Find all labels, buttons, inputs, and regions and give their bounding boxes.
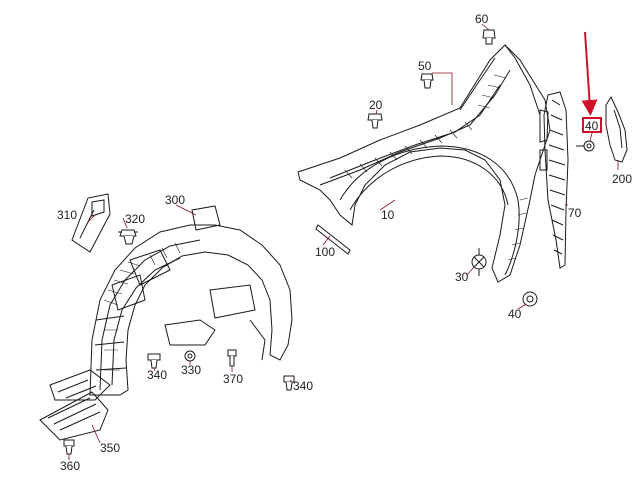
label-part-310: 310 xyxy=(57,208,78,222)
label-part-10: 10 xyxy=(381,208,395,222)
label-part-50: 50 xyxy=(418,59,432,73)
screw-part-360 xyxy=(63,439,75,455)
nut-part-40-lower xyxy=(522,291,538,307)
label-part-360: 360 xyxy=(60,459,81,473)
label-part-300: 300 xyxy=(165,193,186,207)
label-part-340a: 340 xyxy=(147,368,168,382)
label-part-200: 200 xyxy=(612,172,633,186)
clip-part-30 xyxy=(471,248,487,276)
label-part-70: 70 xyxy=(568,206,582,220)
screw-part-370 xyxy=(227,349,237,367)
label-part-20: 20 xyxy=(369,98,383,112)
wheel-liner-part-300 xyxy=(89,205,293,396)
wheel-liner-ribs xyxy=(103,242,181,371)
label-part-350: 350 xyxy=(100,441,121,455)
screw-part-340b xyxy=(283,375,295,391)
clip-part-60 xyxy=(482,29,496,45)
screw-part-340a xyxy=(147,353,161,369)
fender-part-10 xyxy=(297,44,551,283)
seal-part-200 xyxy=(605,95,628,163)
label-part-40-highlighted: 40 xyxy=(585,119,599,133)
nut-part-40-upper xyxy=(576,140,595,152)
label-part-320: 320 xyxy=(125,212,146,226)
fender-hatching xyxy=(344,74,529,261)
clip-part-320 xyxy=(118,229,138,245)
label-part-370: 370 xyxy=(223,372,244,386)
label-part-340b: 340 xyxy=(293,379,314,393)
highlight-box-part-40[interactable]: 40 xyxy=(582,117,602,133)
clip-part-100 xyxy=(315,224,351,255)
fasteners-lower xyxy=(63,349,295,455)
label-part-100: 100 xyxy=(315,245,336,259)
label-part-330: 330 xyxy=(181,363,202,377)
label-part-40: 40 xyxy=(508,307,522,321)
indicator-arrow xyxy=(581,31,598,116)
undershield-part-350 xyxy=(39,369,111,441)
leader-lines xyxy=(68,23,619,460)
clip-part-50 xyxy=(420,73,434,89)
screw-part-20 xyxy=(367,113,383,129)
label-part-60: 60 xyxy=(475,12,489,26)
trim-strip-part-70 xyxy=(539,91,569,269)
bracket-part-310 xyxy=(71,193,111,253)
small-parts-fender xyxy=(315,29,595,307)
nut-part-330 xyxy=(184,350,196,362)
label-part-30: 30 xyxy=(455,270,469,284)
